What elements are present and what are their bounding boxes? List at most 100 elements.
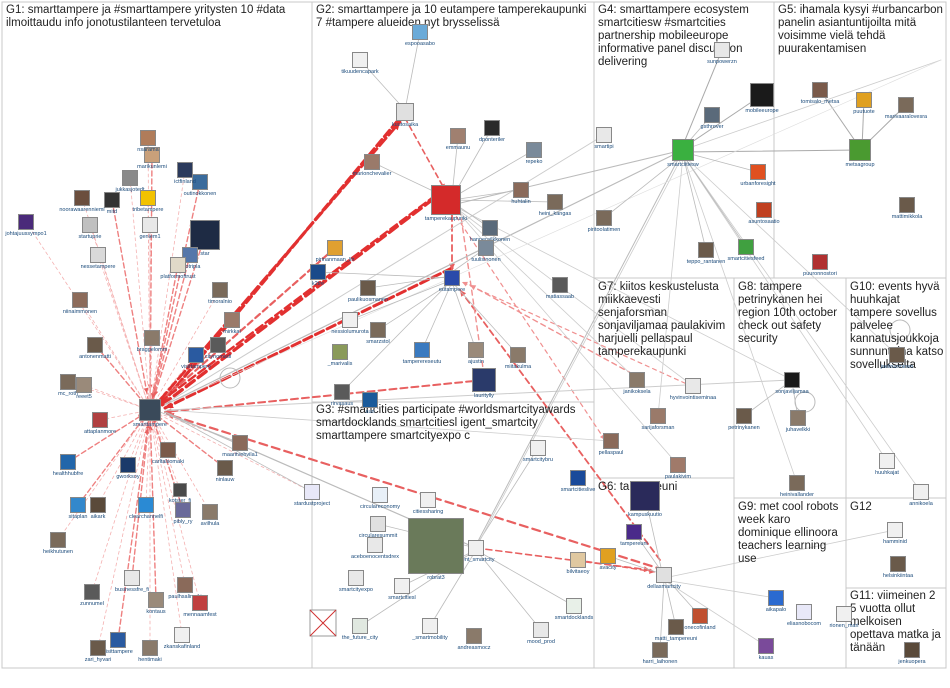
graph-node[interactable]: heini_kangas (525, 194, 585, 218)
graph-node[interactable]: braggelomm (122, 330, 182, 354)
graph-node[interactable]: heinivallander (767, 475, 827, 499)
graph-node[interactable]: _smartmobility (400, 618, 460, 642)
graph-node[interactable]: harri_laihonen (630, 642, 690, 666)
graph-node[interactable]: kontaus (126, 592, 186, 616)
graph-node[interactable]: miitakulma (488, 347, 548, 371)
graph-node[interactable]: repeko (504, 142, 564, 166)
graph-node[interactable]: jukkasjotedt (100, 170, 160, 194)
graph-node[interactable]: circularesummit (348, 516, 408, 540)
graph-node[interactable]: smarttampere (120, 399, 180, 429)
graph-node[interactable]: geniem1 (120, 217, 180, 241)
graph-node[interactable]: attaplanmore (70, 412, 130, 436)
graph-node[interactable]: kampuskuutio (615, 481, 675, 519)
graph-node[interactable]: tuulisinonen (456, 240, 516, 264)
graph-node[interactable]: infotripla (160, 247, 220, 271)
graph-node[interactable]: nessetampere (68, 247, 128, 271)
graph-node[interactable]: onecofinland (670, 608, 730, 632)
graph-node[interactable]: avilhula (180, 504, 240, 528)
graph-node[interactable]: emmaunu (428, 128, 488, 152)
graph-node[interactable]: citiessharing (398, 492, 458, 516)
graph-node[interactable]: circulareconomy (350, 487, 410, 511)
graph-node[interactable]: timoralnio (190, 282, 250, 306)
graph-node[interactable]: ninlauw (195, 460, 255, 484)
graph-node[interactable]: helsinkiintaa (868, 556, 928, 580)
graph-node[interactable]: mirkkal (202, 312, 262, 336)
graph-node[interactable]: businessfre_fi (102, 570, 162, 594)
graph-node[interactable]: reeet5 (54, 377, 114, 401)
graph-node[interactable]: zkanskafinland (152, 627, 212, 651)
graph-node[interactable]: nsarama (118, 130, 178, 154)
graph-node[interactable]: nessiolumurota (320, 312, 380, 336)
graph-node[interactable]: kuutosaika (375, 103, 435, 129)
graph-node[interactable]: petrinykanen (714, 408, 774, 432)
graph-node[interactable]: platformoftrust (148, 257, 208, 281)
graph-node[interactable]: smartipi (574, 127, 634, 151)
graph-node[interactable]: matti_tampereuni (646, 619, 706, 643)
graph-node[interactable]: noorawaarenniemi (52, 190, 112, 214)
graph-node[interactable]: citynomadi (188, 337, 248, 361)
graph-node[interactable]: sunpowerzn (692, 42, 752, 66)
graph-node[interactable]: aceboenocentsdrex (345, 537, 405, 561)
graph-node[interactable]: paulikuosmanen (338, 280, 398, 304)
graph-node[interactable]: aikark (68, 497, 128, 521)
graph-node[interactable]: smarzstol (348, 322, 408, 346)
graph-node[interactable]: startuprie (60, 217, 120, 241)
graph-node[interactable]: eliasnobocom (774, 604, 834, 628)
graph-node[interactable]: star (175, 220, 235, 258)
graph-node[interactable]: healthhubfre (38, 454, 98, 478)
graph-node[interactable]: juhavelkki (768, 410, 828, 434)
graph-node[interactable]: gworksoy (98, 457, 158, 481)
graph-node[interactable]: _marivalis (310, 344, 370, 368)
graph-node[interactable]: puuronnostori (790, 254, 850, 278)
graph-node[interactable]: k2tre (288, 264, 348, 288)
graph-node[interactable]: smartcitiesfeed (716, 239, 776, 263)
graph-node[interactable]: zari_hyvari (68, 640, 128, 664)
graph-node[interactable]: antonenmatti (65, 337, 125, 361)
graph-node[interactable]: espooasabo (390, 24, 450, 48)
graph-node[interactable]: ictfinland (155, 162, 215, 186)
graph-node[interactable]: tampereuni (604, 524, 664, 548)
graph-node[interactable]: visittampere (166, 347, 226, 371)
graph-node[interactable]: igent_smartcity (446, 540, 506, 564)
graph-node[interactable]: marikunlemi (122, 147, 182, 171)
graph-node[interactable]: hyvinvointiseminaa (663, 378, 723, 402)
graph-node[interactable]: visittampere (88, 632, 148, 656)
graph-node[interactable]: the_future_city (330, 618, 390, 642)
graph-node[interactable]: marivaaralovesra (876, 97, 936, 121)
graph-node[interactable]: niinaimmonen (50, 292, 110, 316)
graph-node[interactable]: ajustin (446, 342, 506, 366)
graph-node[interactable]: outinokkonen (170, 174, 230, 198)
graph-node[interactable]: mennaamfest (170, 595, 230, 619)
graph-node[interactable]: aikapalo (746, 590, 806, 614)
graph-node[interactable]: sitaplan (48, 497, 108, 521)
graph-node[interactable]: smartcityexpo (326, 570, 386, 594)
graph-node[interactable]: lauritylly (454, 368, 514, 400)
graph-node[interactable]: sarijaforsman (628, 408, 688, 432)
graph-node[interactable]: paulakivim (648, 457, 708, 481)
graph-node[interactable]: smartcitybru (508, 440, 568, 464)
graph-node[interactable]: annikoela (891, 484, 950, 508)
graph-node[interactable]: tomisalo_metsa (790, 82, 850, 106)
graph-node[interactable]: tribetampere (118, 190, 178, 214)
graph-node[interactable]: dellasmartcity (634, 567, 694, 591)
graph-node[interactable]: hentimaki (120, 640, 180, 664)
graph-node[interactable]: bilvitaeoy (548, 552, 608, 576)
graph-node[interactable]: paulhsalimaki (155, 577, 215, 601)
graph-node[interactable]: rionen_mari (814, 606, 874, 630)
graph-node[interactable]: rirvasaus (312, 384, 372, 408)
graph-node[interactable]: gsthrover (682, 107, 742, 131)
graph-node[interactable]: kauas (736, 638, 796, 662)
graph-node[interactable]: matiassaab (530, 277, 590, 301)
graph-node[interactable]: marionchevalier (342, 154, 402, 178)
graph-node[interactable]: metsagroup (830, 139, 890, 169)
graph-node[interactable]: pirinanmaan_lih (305, 240, 365, 264)
graph-node[interactable]: joelinurminen (867, 347, 927, 371)
graph-node[interactable]: zunnumel (62, 584, 122, 608)
graph-node[interactable]: aun (340, 392, 400, 416)
graph-node[interactable]: maaritvehvila1 (210, 435, 270, 459)
graph-node[interactable]: avacity (578, 548, 638, 572)
graph-node[interactable]: pellaspaul (581, 433, 641, 457)
graph-node[interactable]: kotster_fi (150, 483, 210, 505)
graph-node[interactable]: clearchannelfi (116, 497, 176, 521)
graph-node[interactable]: huhtalin (491, 182, 551, 206)
